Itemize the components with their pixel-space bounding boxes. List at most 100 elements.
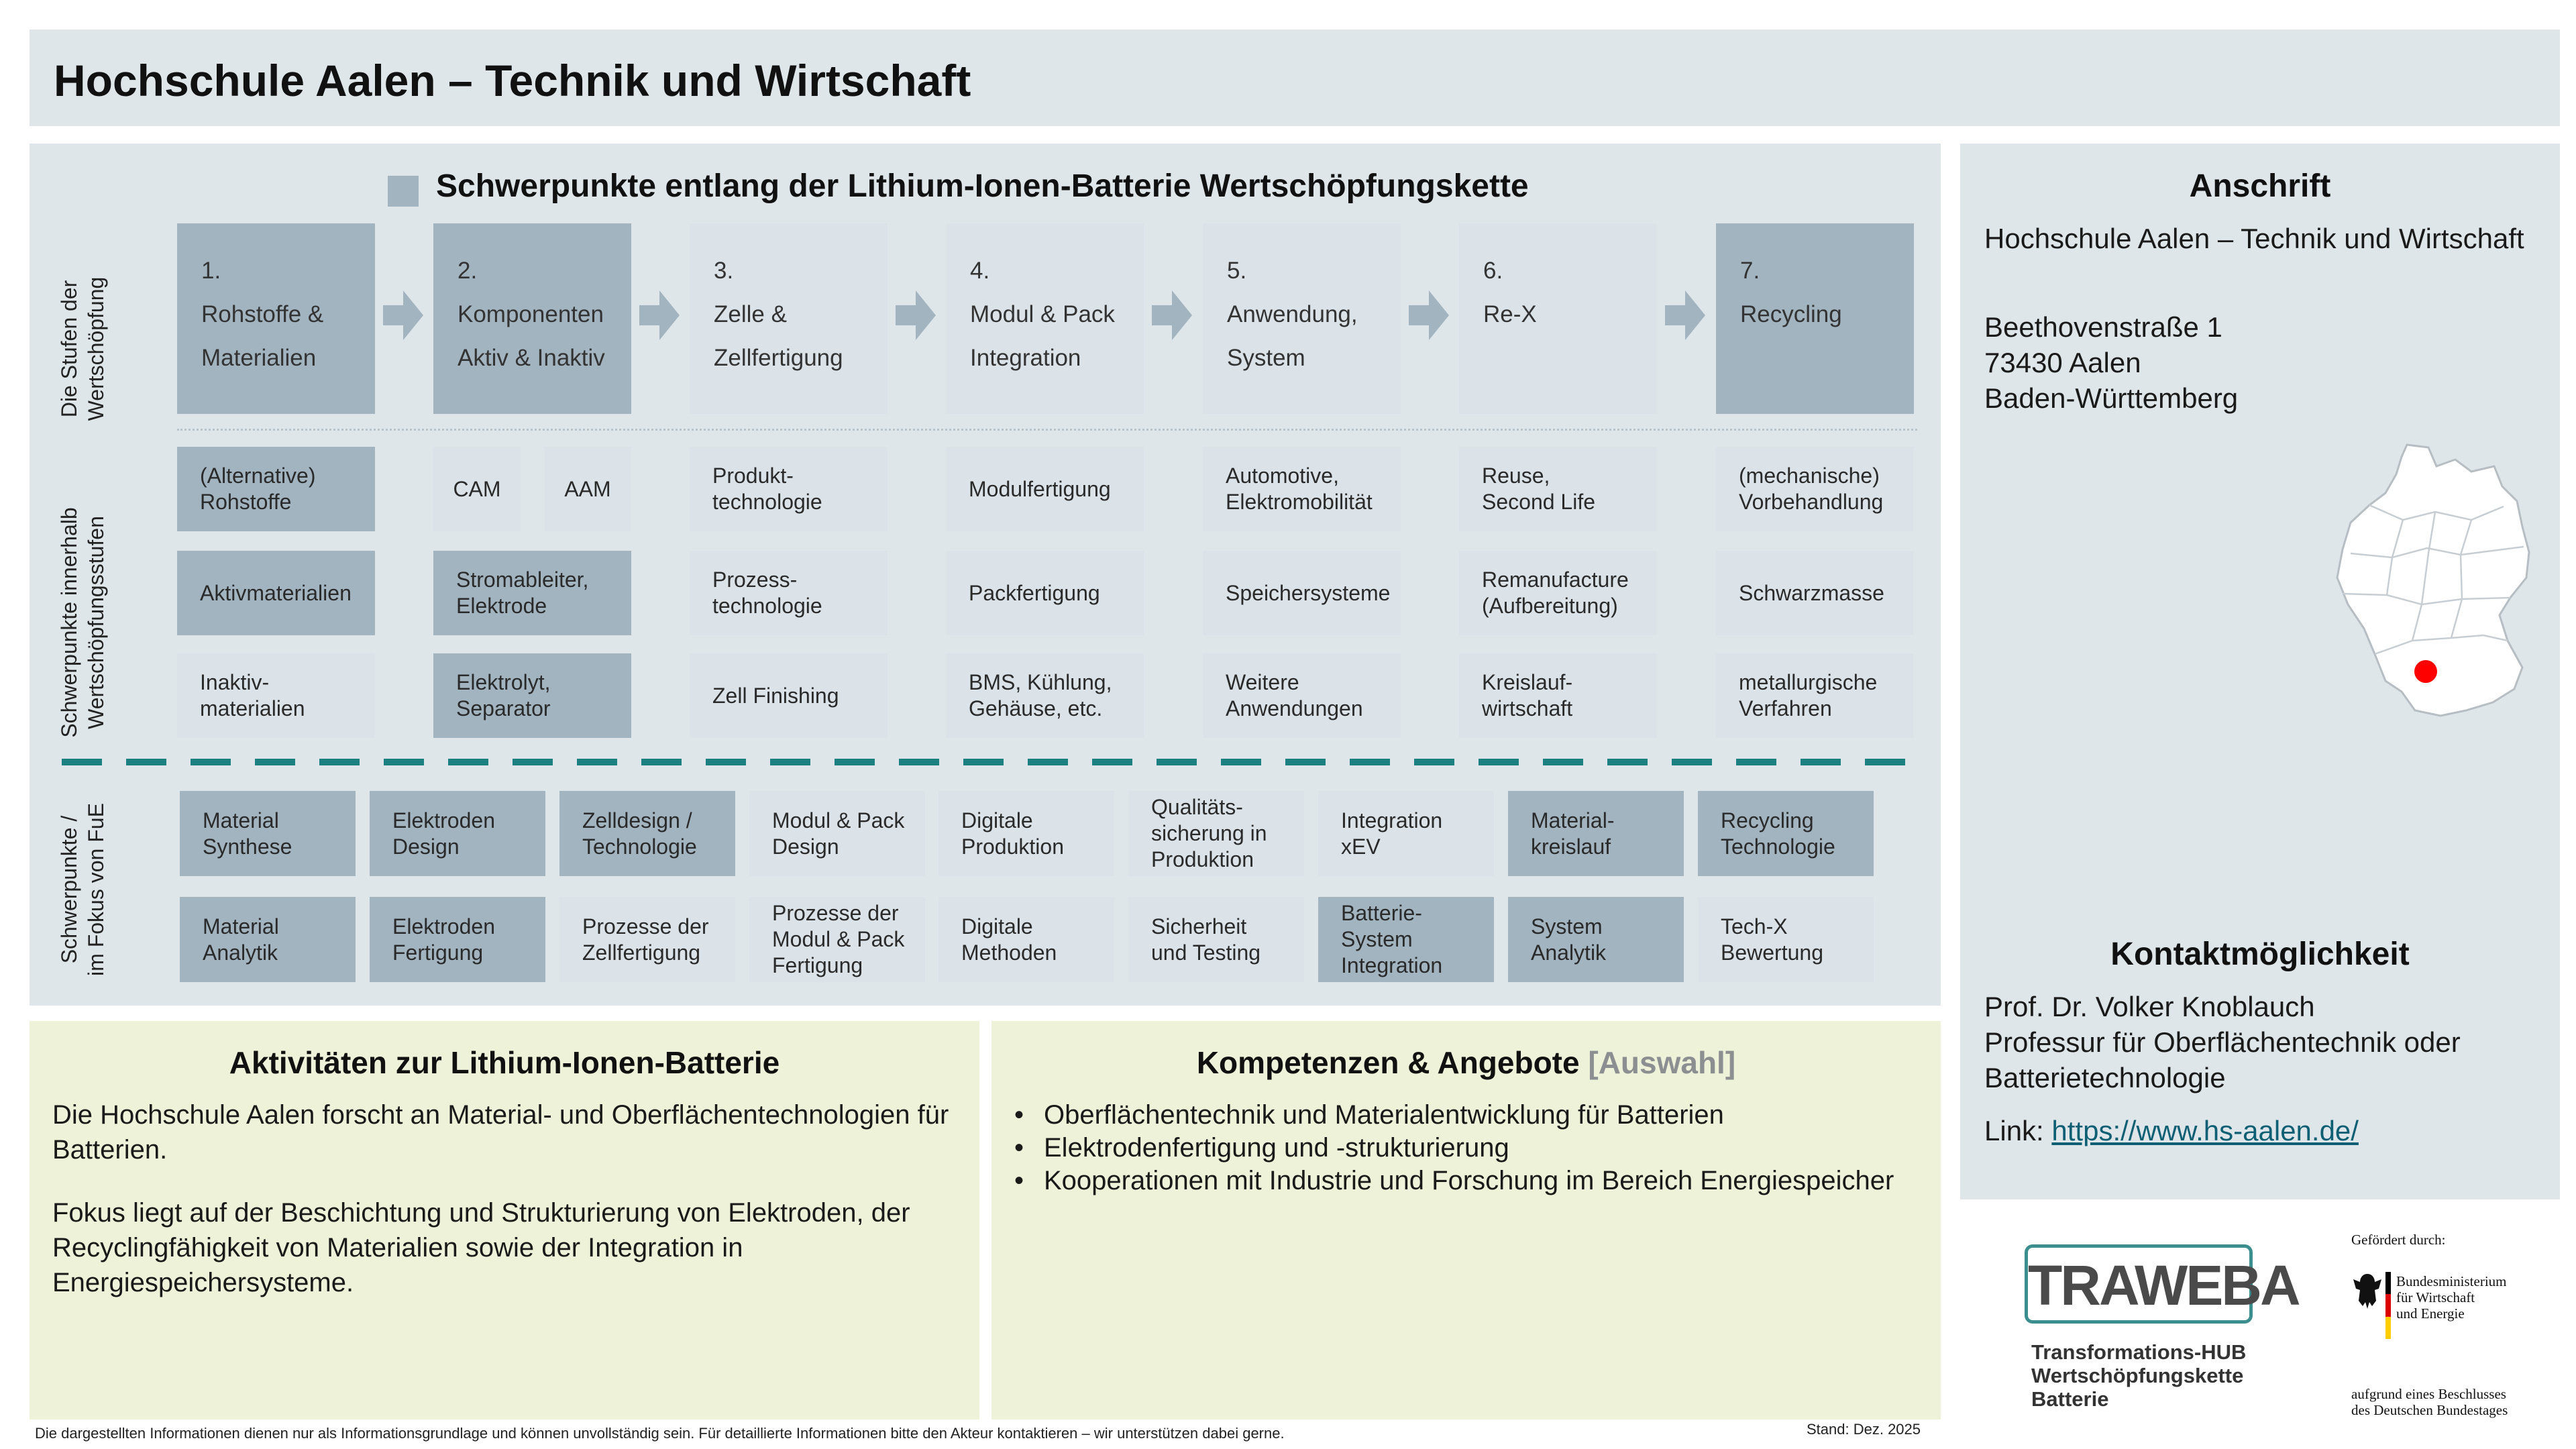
bundestag-line1: aufgrund eines Beschlusses <box>2351 1386 2506 1402</box>
fue-box: Material Synthese <box>180 791 356 876</box>
arrow-right-icon <box>1152 290 1192 340</box>
stage-number: 3. <box>714 258 734 284</box>
funded-by-label: Gefördert durch: <box>2351 1232 2446 1248</box>
focus-box: AAM <box>544 447 631 531</box>
fue-box: Modul & Pack Design <box>749 791 925 876</box>
bmwi-line2: für Wirtschaft <box>2396 1289 2475 1305</box>
stage-label-line2: Zellfertigung <box>714 345 843 371</box>
activities-paragraph-2: Fokus liegt auf der Beschichtung und Str… <box>52 1198 910 1297</box>
location-dot-icon <box>2414 660 2437 683</box>
focus-box: (Alternative) Rohstoffe <box>177 447 375 531</box>
competence-item: Elektrodenfertigung und -strukturierung <box>1002 1132 1928 1165</box>
focus-box: (mechanische) Vorbehandlung <box>1716 447 1914 531</box>
arrow-right-icon <box>639 290 680 340</box>
arrow-right-icon <box>383 290 423 340</box>
contact-role-line1: Professur für Oberflächentechnik oder <box>1984 1026 2461 1058</box>
traweba-wordmark: TRAWEBA <box>2028 1254 2301 1317</box>
footer-disclaimer: Die dargestellten Informationen dienen n… <box>35 1425 1285 1442</box>
focus-box: CAM <box>433 447 521 531</box>
title-bar: Hochschule Aalen – Technik und Wirtschaf… <box>30 30 2560 126</box>
focus-box: Automotive, Elektromobilität <box>1203 447 1401 531</box>
traweba-subtitle: Transformations-HUB Wertschöpfungskette … <box>2031 1340 2246 1411</box>
fue-box: System Analytik <box>1508 897 1684 982</box>
focus-box: Zell Finishing <box>690 653 888 738</box>
contact-title: Kontaktmöglichkeit <box>2110 936 2410 972</box>
address-title: Anschrift <box>2189 168 2331 204</box>
website-link[interactable]: https://www.hs-aalen.de/ <box>2051 1115 2359 1146</box>
arrow-right-icon <box>1665 290 1705 340</box>
competences-title: Kompetenzen & Angebote <box>1196 1045 1580 1080</box>
stage-box: 3. Zelle & Zellfertigung <box>690 223 888 414</box>
fue-box: Qualitäts- sicherung in Produktion <box>1128 791 1304 876</box>
fue-box: Elektroden Design <box>370 791 545 876</box>
value-chain-title: Schwerpunkte entlang der Lithium-Ionen-B… <box>436 168 1529 204</box>
page-title: Hochschule Aalen – Technik und Wirtschaf… <box>54 56 971 105</box>
stages-separator <box>177 429 1917 431</box>
bmwi-line3: und Energie <box>2396 1305 2465 1322</box>
fue-box: Tech-X Bewertung <box>1698 897 1874 982</box>
focus-box: Elektrolyt, Separator <box>433 653 631 738</box>
contact-role-line2: Batterietechnologie <box>1984 1062 2226 1093</box>
stage-box: 5.Anwendung,System <box>1203 223 1401 414</box>
footer-stand: Stand: Dez. 2025 <box>1807 1421 1921 1438</box>
address-name: Hochschule Aalen – Technik und Wirtschaf… <box>1984 223 2524 254</box>
stage-number: 1. <box>201 258 221 284</box>
activities-panel <box>30 1021 979 1419</box>
address-street: Beethovenstraße 1 <box>1984 311 2222 343</box>
stage-box: 7. Recycling <box>1716 223 1914 414</box>
fue-box: Digitale Methoden <box>938 897 1114 982</box>
traweba-subtitle-line3: Batterie <box>2031 1387 2109 1411</box>
title-square-icon <box>388 176 419 207</box>
stage-label-line1: Modul & Pack <box>970 301 1115 327</box>
bmwi-logo-text: Bundesministerium für Wirtschaft und Ene… <box>2396 1273 2507 1322</box>
traweba-logo: TRAWEBA <box>2025 1244 2301 1324</box>
competences-list: Oberflächentechnik und Materialentwicklu… <box>1002 1099 1928 1197</box>
stage-box: 1.Rohstoffe &Materialien <box>177 223 375 414</box>
competence-item: Oberflächentechnik und Materialentwicklu… <box>1002 1099 1928 1132</box>
focus-box: Remanufacture (Aufbereitung) <box>1459 551 1657 635</box>
germany-map-icon <box>2336 443 2530 717</box>
address-city: 73430 Aalen <box>1984 347 2141 378</box>
focus-box: Schwarzmasse <box>1716 551 1914 635</box>
row-label-fue-line1: Schwerpunkte / <box>57 815 81 964</box>
focus-box: metallurgische Verfahren <box>1716 653 1914 738</box>
focus-box: Stromableiter, Elektrode <box>433 551 631 635</box>
row-label-fue: Schwerpunkte / im Fokus von FuE <box>0 803 190 976</box>
federal-eagle-icon <box>2353 1274 2381 1309</box>
bmwi-line1: Bundesministerium <box>2396 1273 2507 1289</box>
traweba-subtitle-line2: Wertschöpfungskette <box>2031 1364 2244 1387</box>
traweba-subtitle-line1: Transformations-HUB <box>2031 1340 2247 1364</box>
fue-box: Elektroden Fertigung <box>370 897 545 982</box>
fue-separator-dashed <box>62 759 1917 765</box>
stage-label-line2: System <box>1227 345 1305 371</box>
row-label-schwerpunkte-line1: Schwerpunkte innerhalb <box>57 507 81 738</box>
focus-box: Produkt- technologie <box>690 447 888 531</box>
stage-label-line2: Integration <box>970 345 1081 371</box>
competences-title-row: Kompetenzen & Angebote [Auswahl] <box>991 1044 1941 1081</box>
competence-item: Kooperationen mit Industrie und Forschun… <box>1002 1165 1928 1197</box>
stage-box: 6.Re-X <box>1459 223 1657 414</box>
fue-box: Material- kreislauf <box>1508 791 1684 876</box>
stage-label-line1: Re-X <box>1483 301 1537 327</box>
row-label-stufen-line2: Wertschöpfung <box>84 276 108 421</box>
stage-label-line1: Recycling <box>1740 301 1842 327</box>
address-state: Baden-Württemberg <box>1984 382 2239 414</box>
stage-label-line2: Materialien <box>201 345 317 371</box>
bundestag-line2: des Deutschen Bundestages <box>2351 1402 2508 1418</box>
stage-number: 5. <box>1227 258 1247 284</box>
stage-number: 7. <box>1740 258 1760 284</box>
focus-box: Kreislauf- wirtschaft <box>1459 653 1657 738</box>
focus-box: Packfertigung <box>946 551 1144 635</box>
activities-paragraph-1: Die Hochschule Aalen forscht an Material… <box>52 1100 949 1165</box>
fue-box: Digitale Produktion <box>938 791 1114 876</box>
stage-number: 4. <box>970 258 990 284</box>
focus-box: Prozess- technologie <box>690 551 888 635</box>
german-flag-stripe <box>2385 1272 2391 1339</box>
contact-person: Prof. Dr. Volker Knoblauch <box>1984 991 2315 1022</box>
focus-box: Inaktiv- materialien <box>177 653 375 738</box>
stage-label-line1: Zelle & <box>714 301 787 327</box>
fue-box: Batterie- System Integration <box>1318 897 1494 982</box>
fue-box: Recycling Technologie <box>1698 791 1874 876</box>
